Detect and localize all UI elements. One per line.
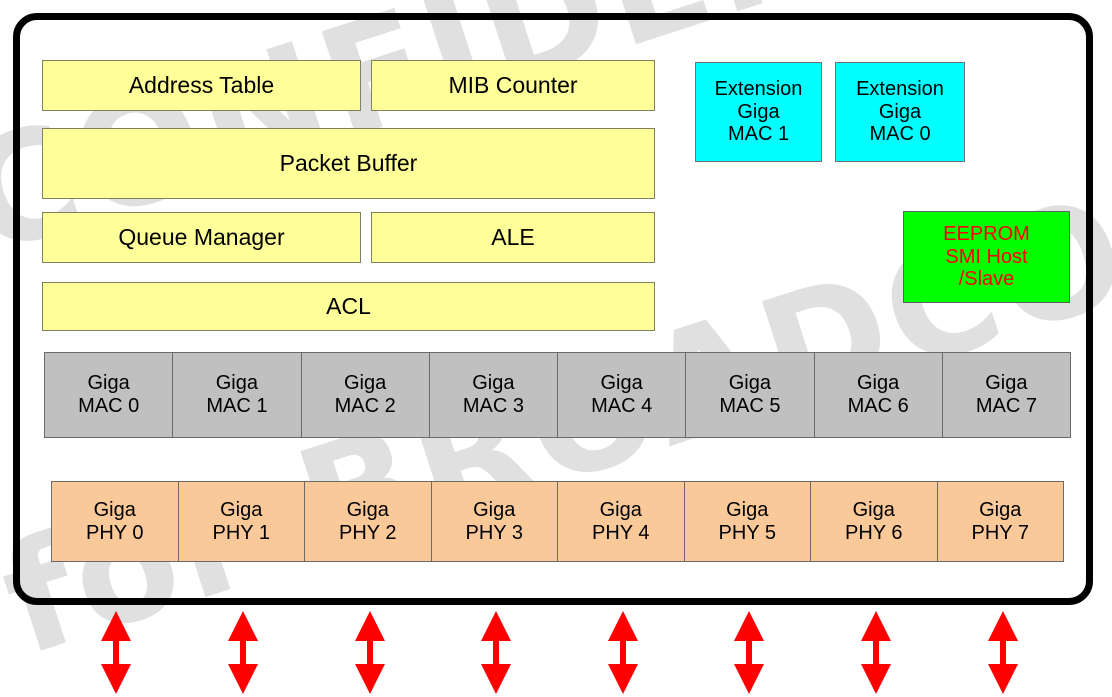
port-cell-mac-6-line-1: Giga (857, 372, 900, 394)
port-arrow-4 (608, 611, 638, 694)
extension-mac-0-line-3: MAC 0 (869, 123, 931, 146)
block-queue-manager-label: Queue Manager (118, 223, 285, 250)
port-cell-phy-1-line-1: Giga (220, 498, 263, 521)
port-cell-phy-5-line-1: Giga (726, 498, 769, 521)
block-address-table-label: Address Table (128, 71, 275, 98)
port-cell-mac-7-line-1: Giga (985, 372, 1028, 394)
port-cell-phy-0-line-1: Giga (93, 498, 136, 521)
block-extension-giga-mac-0[interactable]: Extension Giga MAC 0 (835, 62, 965, 162)
port-cell-mac-4-line-2: MAC 4 (591, 395, 653, 417)
port-arrow-6 (861, 611, 891, 694)
block-address-table[interactable]: Address Table (42, 60, 361, 111)
block-packet-buffer[interactable]: Packet Buffer (42, 128, 655, 199)
port-cell-mac-1-line-2: MAC 1 (206, 395, 268, 417)
port-cell-mac-1-line-1: Giga (215, 372, 258, 394)
block-ale-label: ALE (491, 223, 535, 250)
port-cell-phy-5-line-2: PHY 5 (718, 521, 776, 544)
port-cell-mac-4-line-1: Giga (600, 372, 643, 394)
port-cell-mac-5-line-1: Giga (728, 372, 771, 394)
port-cell-mac-0-line-1: Giga (87, 372, 130, 394)
port-cell-mac-3-line-1: Giga (472, 372, 515, 394)
extension-mac-1-line-3: MAC 1 (727, 123, 790, 146)
port-cell-phy-1-line-2: PHY 1 (212, 521, 270, 544)
port-cell-phy-3-line-2: PHY 3 (465, 521, 523, 544)
block-eeprom-smi-host-slave[interactable]: EEPROM SMI Host /Slave (903, 211, 1070, 303)
block-ale[interactable]: ALE (371, 212, 655, 263)
port-cell-mac-3-line-2: MAC 3 (462, 395, 524, 417)
port-cell-phy-2-line-1: Giga (346, 498, 389, 521)
port-cell-mac-5-line-2: MAC 5 (719, 395, 781, 417)
port-cell-phy-4-line-2: PHY 4 (592, 521, 650, 544)
block-extension-giga-mac-1[interactable]: Extension Giga MAC 1 (695, 62, 822, 162)
block-mib-counter-label: MIB Counter (448, 71, 578, 98)
port-cell-phy-4-line-1: Giga (599, 498, 642, 521)
port-cell-phy-3-line-1: Giga (473, 498, 516, 521)
eeprom-line-3: /Slave (958, 268, 1015, 291)
extension-mac-0-line-1: Extension (856, 78, 944, 101)
port-cell-phy-6-line-2: PHY 6 (845, 521, 903, 544)
block-packet-buffer-label: Packet Buffer (279, 149, 418, 176)
port-cell-phy-2-line-2: PHY 2 (339, 521, 397, 544)
eeprom-line-1: EEPROM (943, 223, 1030, 246)
block-acl[interactable]: ACL (42, 282, 655, 331)
port-cell-mac-6-line-2: MAC 6 (847, 395, 909, 417)
eeprom-line-2: SMI Host (945, 245, 1028, 268)
port-arrow-2 (355, 611, 385, 694)
port-cell-phy-7-line-1: Giga (979, 498, 1022, 521)
port-cell-phy-7-line-2: PHY 7 (971, 521, 1029, 544)
port-arrow-3 (481, 611, 511, 694)
port-cell-phy-0-line-2: PHY 0 (86, 521, 144, 544)
port-cell-mac-2-line-1: Giga (344, 372, 387, 394)
port-arrow-5 (734, 611, 764, 694)
block-queue-manager[interactable]: Queue Manager (42, 212, 361, 263)
port-arrow-7 (988, 611, 1018, 694)
port-arrow-0 (101, 611, 131, 694)
port-cell-mac-7-line-2: MAC 7 (975, 395, 1037, 417)
chip-boundary (13, 13, 1093, 605)
port-cell-mac-2-line-2: MAC 2 (334, 395, 396, 417)
block-mib-counter[interactable]: MIB Counter (371, 60, 655, 111)
port-cell-mac-0-line-2: MAC 0 (78, 395, 140, 417)
port-cell-phy-6-line-1: Giga (852, 498, 895, 521)
extension-mac-0-line-2: Giga (878, 100, 922, 123)
extension-mac-1-line-2: Giga (737, 100, 780, 123)
block-acl-label: ACL (326, 292, 371, 319)
port-arrow-1 (228, 611, 258, 694)
extension-mac-1-line-1: Extension (714, 78, 803, 101)
